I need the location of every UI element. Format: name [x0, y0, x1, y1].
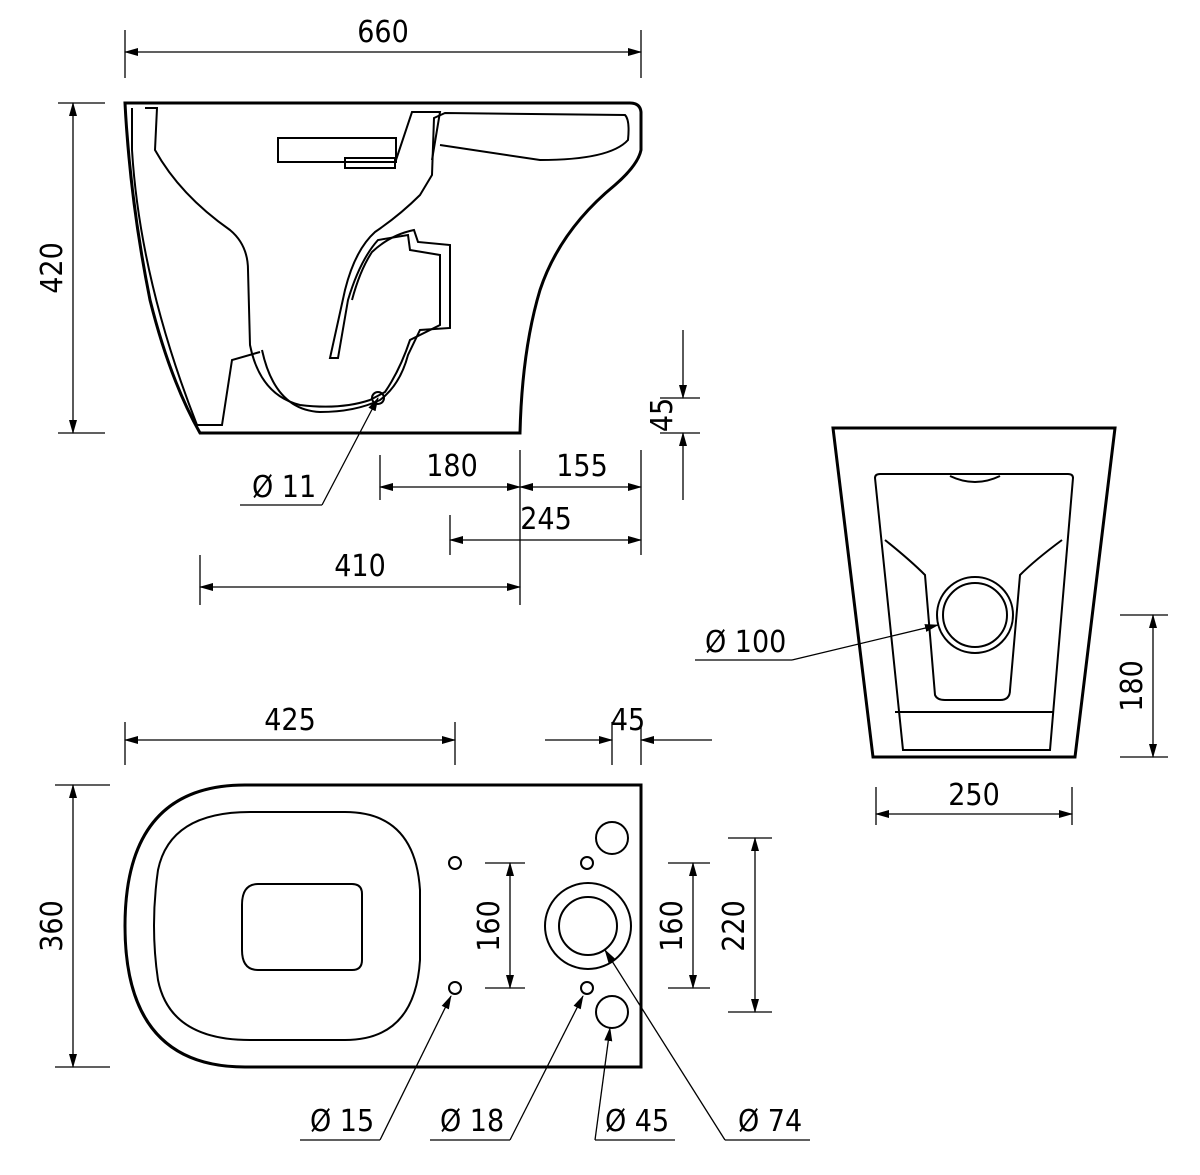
dim-160l-label: 160 [472, 900, 507, 952]
top-hole-45-lower [595, 995, 629, 1029]
dim-155-label: 155 [556, 449, 608, 484]
dim-dia-100-label: Ø 100 [705, 625, 786, 660]
top-bowl-opening [241, 883, 363, 971]
top-view: 425 45 360 160 160 220 Ø 15 Ø [35, 703, 810, 1141]
dim-245-label: 245 [520, 502, 572, 537]
rear-body-outline [831, 426, 1117, 759]
rear-inner-outline [873, 473, 1075, 751]
side-bowl-inner [145, 107, 630, 408]
dim-410-label: 410 [334, 549, 386, 584]
leader-dia-15 [379, 995, 452, 1141]
dim-425-label: 425 [264, 703, 316, 738]
dim-dia-74-label: Ø 74 [738, 1104, 802, 1139]
leader-dia-45 [594, 1027, 613, 1141]
dim-dia-18-label: Ø 18 [440, 1104, 504, 1139]
top-outlet-inner [558, 896, 618, 956]
side-trap [261, 228, 451, 414]
rear-outlet-surround [884, 539, 1063, 701]
top-hole-18-upper [580, 856, 594, 870]
dim-160r-label: 160 [655, 900, 690, 952]
side-body-outline [123, 101, 643, 435]
dim-360-label: 360 [35, 900, 70, 952]
dim-45-label: 45 [645, 398, 680, 432]
dim-rear-180-label: 180 [1115, 660, 1150, 712]
dim-180-label: 180 [426, 449, 478, 484]
top-hole-18-lower [580, 981, 594, 995]
side-flush-channel [395, 111, 442, 161]
rear-outlet-inner [942, 582, 1008, 648]
leader-dia-74 [604, 949, 726, 1141]
leader-dia-11 [321, 397, 379, 506]
dim-dia-45-label: Ø 45 [605, 1104, 669, 1139]
leader-dia-18 [509, 995, 584, 1141]
rear-cistern-notch [949, 475, 1001, 483]
top-hole-15-lower [448, 981, 462, 995]
dim-250-label: 250 [948, 778, 1000, 813]
dim-dia-15-label: Ø 15 [310, 1104, 374, 1139]
leader-dia-100 [791, 624, 939, 661]
top-hole-15-upper [448, 856, 462, 870]
top-seat-outline [153, 811, 421, 1041]
dim-660-label: 660 [357, 15, 409, 50]
top-hole-45-upper [595, 821, 629, 855]
top-outlet-outer [544, 882, 632, 970]
side-view: 660 420 45 Ø 11 180 155 245 410 [35, 15, 700, 605]
top-body-outline [123, 783, 643, 1069]
dim-top-45-label: 45 [611, 703, 645, 738]
rear-view: Ø 100 180 250 [695, 426, 1168, 825]
side-cistern-step [344, 157, 396, 169]
dim-420-label: 420 [35, 242, 70, 294]
dim-220-label: 220 [717, 900, 752, 952]
rear-outlet-outer [936, 576, 1014, 654]
side-bowl-wall [131, 108, 261, 426]
side-cistern-block [277, 137, 397, 163]
dim-dia-11-label: Ø 11 [252, 470, 316, 505]
